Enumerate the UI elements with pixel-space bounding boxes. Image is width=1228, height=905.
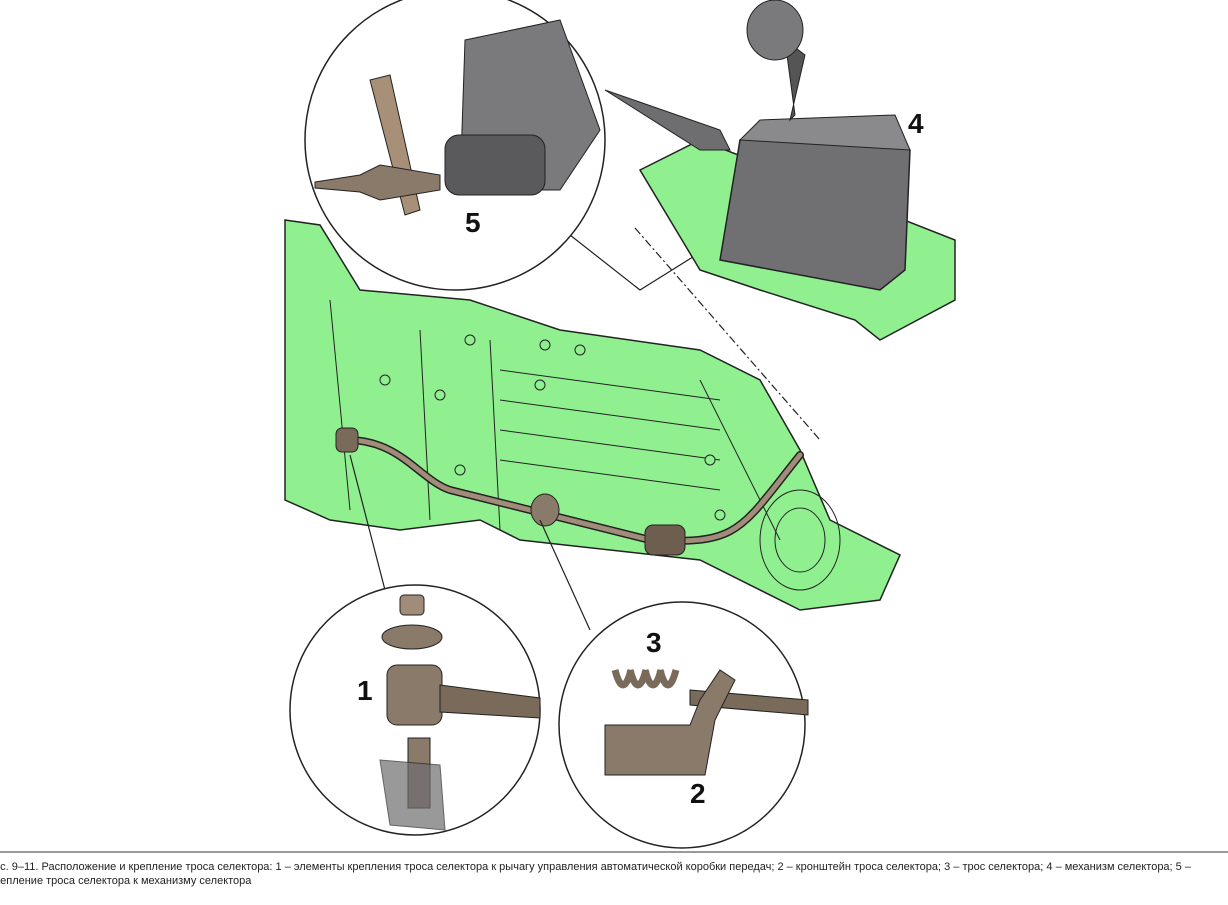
- selector-cable: [335, 427, 804, 556]
- callout-2: 2: [690, 778, 706, 809]
- caption-divider: [0, 851, 1228, 853]
- selector-cable-illustration: 5 4 1 3 2: [284, 0, 956, 849]
- callout-1: 1: [357, 675, 373, 706]
- detail-circle-2-3: [558, 601, 809, 849]
- callout-3: 3: [646, 627, 662, 658]
- callout-5: 5: [465, 207, 481, 238]
- detail-circle-5: [304, 0, 606, 291]
- selector-mechanism: [604, 0, 956, 341]
- callout-4: 4: [908, 108, 924, 139]
- transmission-housing: [284, 219, 901, 611]
- figure-caption: ис. 9–11. Расположение и крепление троса…: [0, 861, 1191, 887]
- detail-circle-1: [289, 584, 541, 836]
